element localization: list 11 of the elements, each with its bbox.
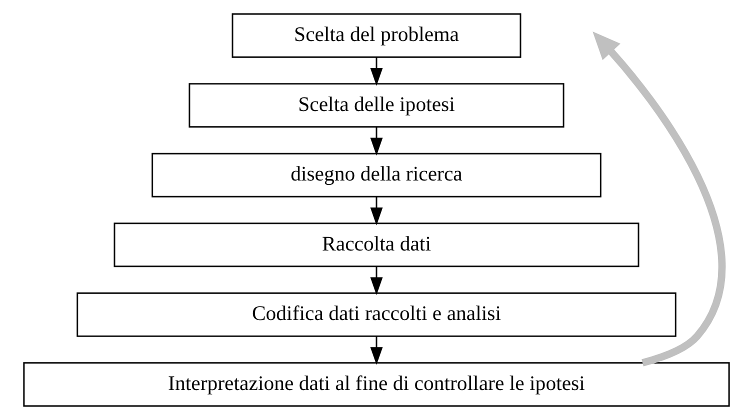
arrow	[370, 57, 382, 86]
node-box: Scelta del problema	[231, 13, 521, 58]
arrow	[370, 336, 382, 365]
node-box: Raccolta dati	[113, 222, 639, 268]
node-box: disegno della ricerca	[151, 152, 601, 198]
arrow	[370, 266, 382, 296]
node-box: Scelta delle ipotesi	[188, 83, 564, 128]
node-box: Codifica dati raccolti e analisi	[76, 292, 676, 337]
node-box: Interpretazione dati al fine di controllare le ipotesi	[22, 362, 730, 407]
arrow	[370, 127, 382, 156]
arrow	[370, 197, 382, 226]
